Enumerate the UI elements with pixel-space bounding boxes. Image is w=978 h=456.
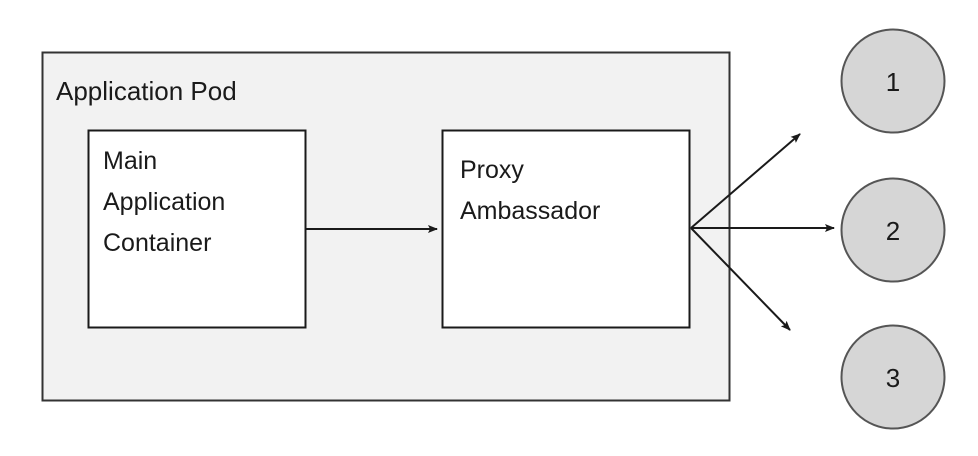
main-application-container-line-1: Main (103, 147, 157, 175)
main-application-container-line-3: Container (103, 229, 211, 257)
main-application-container-line-2: Application (103, 188, 225, 216)
main-application-container-box (87, 129, 307, 329)
external-node-1-label: 1 (886, 67, 900, 97)
external-node-3-circle (840, 324, 946, 430)
application-pod-label: Application Pod (56, 76, 237, 106)
external-node-3: 3 (840, 324, 946, 430)
proxy-ambassador-line-2: Ambassador (460, 197, 600, 225)
external-node-3-label: 3 (886, 363, 900, 393)
connector-proxy-to-node-3 (690, 227, 791, 331)
external-node-2-circle (840, 177, 946, 283)
proxy-ambassador-line-1: Proxy (460, 156, 524, 184)
proxy-ambassador-container: Proxy Ambassador (441, 129, 691, 329)
external-node-2-label: 2 (886, 216, 900, 246)
main-application-container: Main Application Container (87, 129, 307, 329)
external-node-2: 2 (840, 177, 946, 283)
external-node-1: 1 (840, 28, 946, 134)
proxy-ambassador-container-box (441, 129, 691, 329)
connector-proxy-to-node-1 (690, 133, 801, 229)
external-node-1-circle (840, 28, 946, 134)
